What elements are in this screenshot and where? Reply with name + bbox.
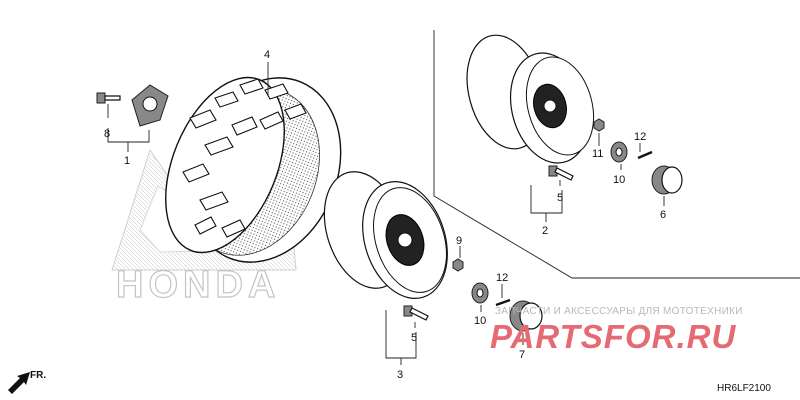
callout-1: 1 bbox=[124, 155, 130, 167]
callout-2: 2 bbox=[542, 225, 548, 237]
castle-nut-rear bbox=[610, 141, 628, 163]
callout-5-front: 5 bbox=[411, 332, 417, 344]
callout-6: 6 bbox=[660, 209, 666, 221]
honda-wordmark: HONDA bbox=[116, 264, 280, 306]
nut-9 bbox=[452, 258, 464, 272]
castle-nut-front bbox=[471, 282, 489, 304]
callout-4: 4 bbox=[264, 49, 270, 61]
front-wheel bbox=[323, 171, 448, 299]
callout-11: 11 bbox=[592, 148, 603, 160]
hub-cap-rear bbox=[651, 165, 683, 195]
callout-3: 3 bbox=[397, 369, 403, 381]
callout-9: 9 bbox=[456, 235, 462, 247]
front-direction-arrow-icon bbox=[8, 372, 30, 394]
callout-10-rear: 10 bbox=[613, 174, 625, 186]
tire bbox=[165, 76, 342, 263]
callout-12-rear: 12 bbox=[634, 131, 646, 143]
front-direction-label: FR. bbox=[30, 370, 46, 381]
callout-12-front: 12 bbox=[496, 272, 508, 284]
cotter-pin-rear bbox=[637, 150, 653, 160]
hub-plate bbox=[131, 84, 169, 127]
diagram-code: HR6LF2100 bbox=[717, 383, 771, 394]
leader-lines bbox=[107, 62, 665, 365]
valve-rear bbox=[548, 165, 574, 181]
callout-5-rear: 5 bbox=[557, 192, 563, 204]
callout-7: 7 bbox=[519, 349, 525, 361]
watermark-subtitle: ЗАПЧАСТИ И АКСЕССУАРЫ ДЛЯ МОТОТЕХНИКИ bbox=[495, 306, 743, 317]
rear-wheel bbox=[466, 34, 595, 164]
cotter-pin-front bbox=[495, 298, 511, 307]
wheel-bolt bbox=[96, 92, 121, 104]
watermark-logo: PARTSFOR.RU bbox=[490, 318, 736, 355]
callout-10-front: 10 bbox=[474, 315, 486, 327]
hub-cap-front bbox=[509, 300, 543, 332]
valve-front bbox=[403, 305, 429, 321]
callout-8: 8 bbox=[104, 128, 110, 140]
group-border bbox=[433, 30, 800, 279]
nut-11 bbox=[593, 118, 605, 132]
